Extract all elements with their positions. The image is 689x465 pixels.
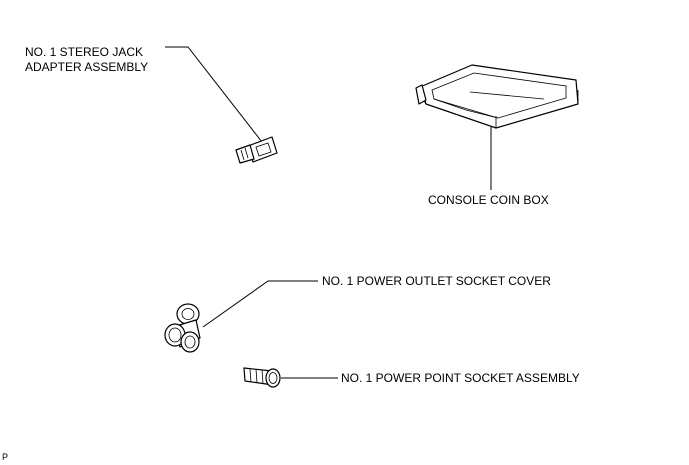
stereo-jack-adapter-part (235, 136, 278, 164)
power-outlet-socket-cover-label: NO. 1 POWER OUTLET SOCKET COVER (322, 274, 551, 288)
corner-mark: P (2, 452, 9, 462)
console-coin-box-label: CONSOLE COIN BOX (428, 193, 549, 207)
stereo-jack-label-line2: ADAPTER ASSEMBLY (25, 60, 148, 74)
stereo-jack-leader-line (165, 46, 263, 143)
power-outlet-socket-cover-part (164, 303, 201, 353)
stereo-jack-label-line1: NO. 1 STEREO JACK (25, 45, 143, 59)
power-point-socket-assembly-label: NO. 1 POWER POINT SOCKET ASSEMBLY (341, 371, 580, 385)
power-point-socket-part (243, 367, 281, 388)
socket-cover-leader-line (202, 280, 318, 328)
console-coin-box-part (415, 64, 579, 129)
